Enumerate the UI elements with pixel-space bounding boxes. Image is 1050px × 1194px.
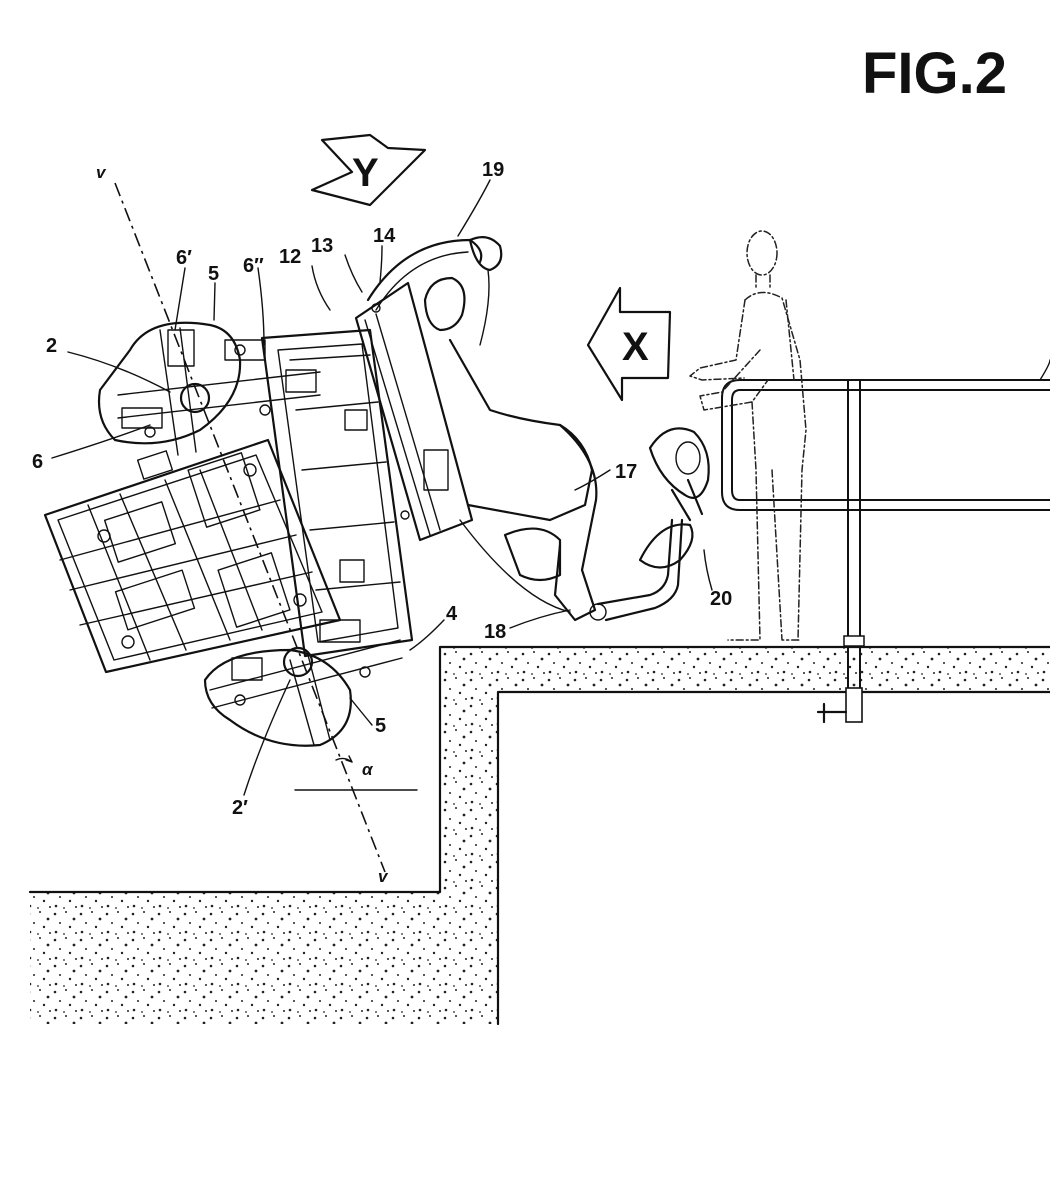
ground-concrete <box>28 645 1050 1026</box>
axis-label-top: v <box>96 163 107 182</box>
lower-hub-housing <box>203 648 352 747</box>
axis-label-bottom: v <box>378 867 389 886</box>
arrow-y <box>310 133 427 207</box>
angle-marker <box>294 755 418 791</box>
ref-label-2: 2 <box>46 335 57 357</box>
rotating-plate <box>260 328 414 658</box>
rider-body <box>448 338 594 522</box>
ref-label-19: 19 <box>482 159 504 181</box>
foot-lever <box>596 518 674 606</box>
operator-figure <box>689 230 807 641</box>
footrest <box>638 523 694 569</box>
joystick-head <box>648 427 710 499</box>
seat-assembly <box>354 235 710 622</box>
arrow-y-label: Y <box>352 151 379 195</box>
ref-label-17: 17 <box>615 461 637 483</box>
hand-grip <box>468 235 503 272</box>
ref-label-6-prime: 6′ <box>176 247 192 269</box>
upper-hub-housing <box>97 321 242 445</box>
seat-frame <box>354 281 474 542</box>
leg-support <box>503 527 562 582</box>
leader-lines <box>51 179 713 796</box>
ref-label-5-bottom: 5 <box>375 715 386 737</box>
ref-label-5-top: 5 <box>208 263 219 285</box>
restraint-bar <box>366 238 483 302</box>
ref-label-18: 18 <box>484 621 506 643</box>
ref-label-14: 14 <box>373 225 396 247</box>
arrow-x-label: X <box>622 325 649 369</box>
platform-railing <box>721 359 1050 724</box>
rider-head <box>423 276 466 332</box>
simulator-machine <box>43 321 414 747</box>
ref-label-6-double-prime: 6″ <box>243 255 264 277</box>
figure-title: FIG.2 <box>862 41 1007 106</box>
upper-pivot <box>179 382 211 414</box>
ref-label-12: 12 <box>279 246 301 268</box>
angle-label: α <box>362 760 374 779</box>
ref-label-6: 6 <box>32 451 43 473</box>
ref-label-4: 4 <box>446 603 458 625</box>
reference-numerals: 2 2′ 4 5 5 6 6′ 6″ 12 13 14 17 18 19 20 <box>32 159 732 819</box>
pivot-axis-line <box>114 182 386 873</box>
ref-label-20: 20 <box>710 588 732 610</box>
arrow-x <box>586 286 672 402</box>
ref-label-13: 13 <box>311 235 333 257</box>
ref-label-2-prime: 2′ <box>232 797 248 819</box>
